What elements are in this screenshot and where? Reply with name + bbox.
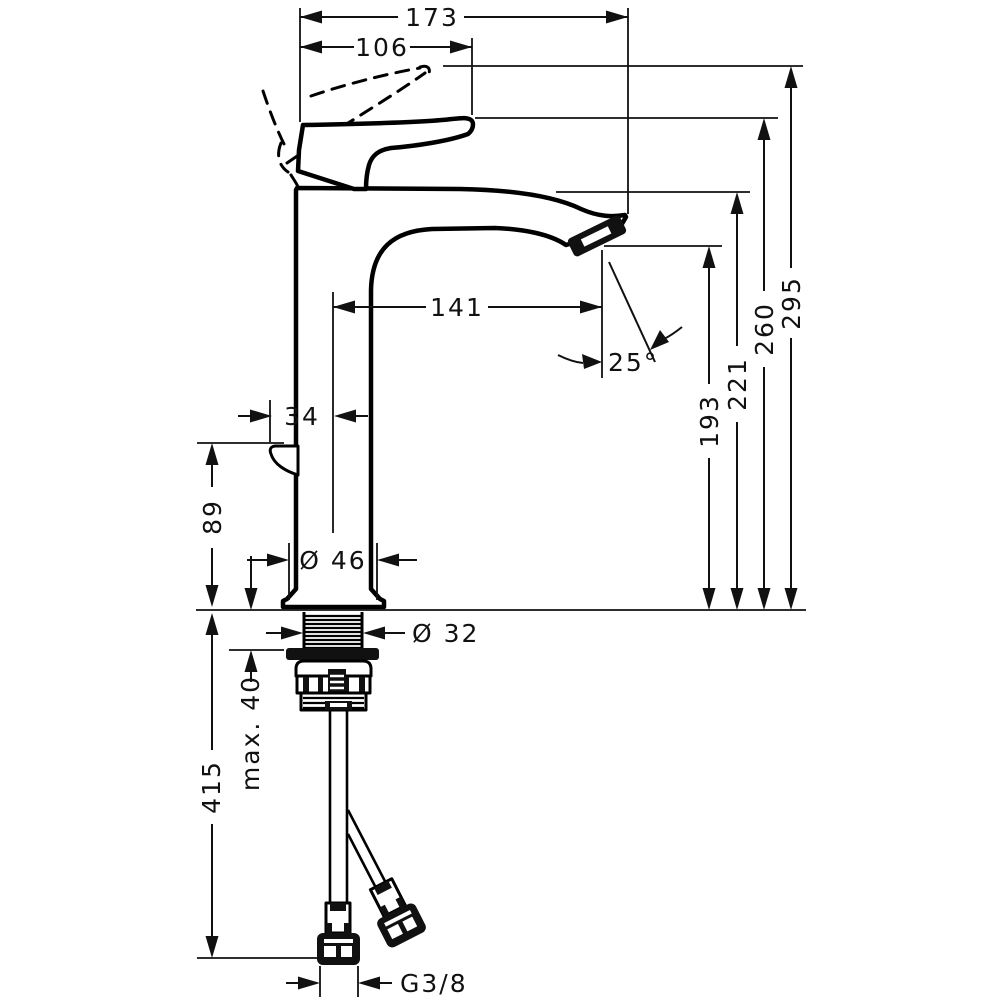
- threaded-shank: [302, 612, 364, 650]
- supply-hoses: [328, 711, 390, 905]
- dim-handle-reach: 106: [300, 33, 472, 62]
- dim-label-221: 221: [723, 357, 752, 411]
- under-counter-assembly: [286, 612, 426, 965]
- dim-label-295: 295: [777, 276, 806, 330]
- dimension-annotations: 173 106 141 25°: [197, 3, 806, 998]
- dim-label-415: 415: [197, 760, 226, 814]
- dim-label-d32: Ø 32: [412, 619, 479, 648]
- aerator: [567, 215, 627, 257]
- reference-lines: [196, 8, 806, 997]
- dim-label-193: 193: [695, 394, 724, 448]
- mounting-nut: [294, 659, 373, 712]
- dim-handle-raised-height: 295: [777, 66, 806, 610]
- dim-outlet-angle: 25°: [557, 261, 683, 377]
- dim-label-106: 106: [355, 33, 409, 62]
- dim-thread-size: G3/8: [286, 969, 468, 998]
- dim-label-260: 260: [750, 302, 779, 356]
- dim-label-25deg: 25°: [608, 348, 658, 377]
- dim-hose-length: 415: [197, 613, 226, 958]
- hose-connector-angled: [368, 877, 426, 948]
- dim-max-mounting-thickness: max. 40: [236, 556, 265, 791]
- dim-label-34: 34: [284, 402, 320, 431]
- dim-lever-offset: 34: [238, 402, 368, 431]
- dim-spout-height: 221: [723, 192, 752, 610]
- dim-lever-height: 89: [198, 443, 227, 607]
- dim-base-diameter: Ø 46: [247, 546, 417, 575]
- dim-label-d46: Ø 46: [299, 546, 366, 575]
- dim-total-depth: 173: [300, 3, 628, 32]
- dim-label-max40: max. 40: [236, 675, 265, 791]
- faucet-body-group: [261, 64, 629, 610]
- mounting-washer: [286, 648, 379, 660]
- dim-label-141: 141: [430, 293, 484, 322]
- faucet-body-outline: [280, 185, 629, 610]
- dim-label-g38: G3/8: [400, 969, 468, 998]
- dim-handle-height: 260: [750, 118, 779, 610]
- handle-lever: [295, 115, 476, 192]
- pull-rod-knob: [268, 444, 300, 477]
- hose-connector-straight: [317, 901, 360, 965]
- dim-label-89: 89: [198, 499, 227, 535]
- dim-spout-reach: 141: [333, 293, 602, 322]
- dim-label-173: 173: [405, 3, 459, 32]
- dim-shank-diameter: Ø 32: [266, 619, 479, 648]
- dim-outlet-height: 193: [695, 246, 724, 610]
